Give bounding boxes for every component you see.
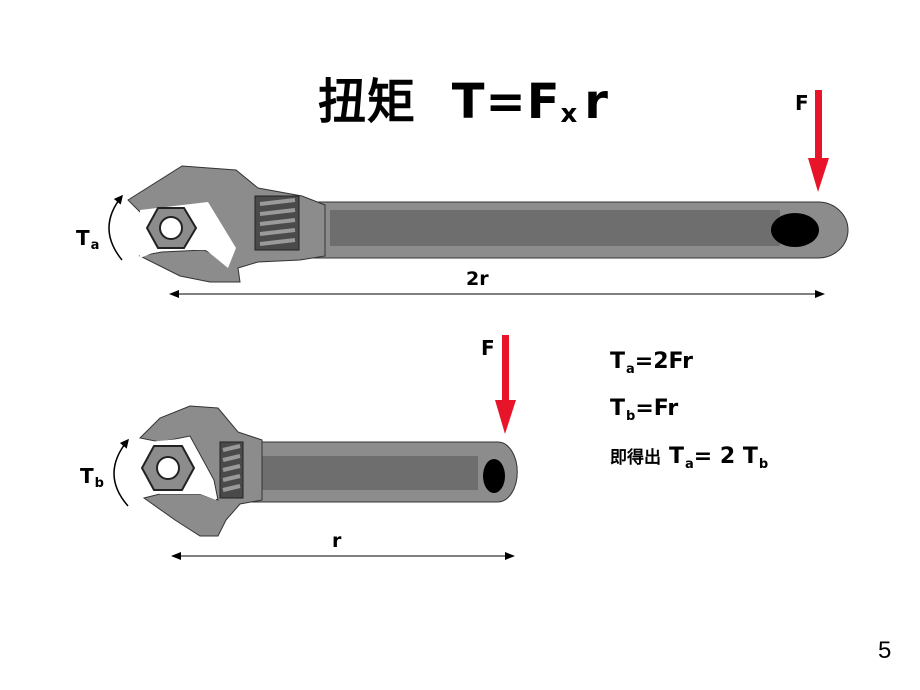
eq3-symbol-a: T xyxy=(669,444,685,469)
wrench-a-torque-symbol: T xyxy=(76,226,90,250)
eq2-sub: b xyxy=(626,409,636,424)
title-cjk: 扭矩 xyxy=(318,74,417,130)
wrench-a-force-arrow xyxy=(808,90,829,192)
wrench-b-length-label: r xyxy=(332,530,342,552)
eq3-sub-a: a xyxy=(685,457,694,472)
title-times-sign: x xyxy=(560,99,579,129)
wrench-a-end-hole xyxy=(771,213,819,247)
equation-ta: Ta=2Fr xyxy=(610,349,693,377)
eq2-rest: =Fr xyxy=(635,396,679,421)
wrench-a-force-label: F xyxy=(795,91,809,115)
page-number: 5 xyxy=(878,637,892,664)
wrench-b xyxy=(113,335,518,560)
wrench-b-force-label: F xyxy=(481,336,495,360)
wrench-b-torque-arc xyxy=(113,438,129,507)
wrench-b-torque-sub: b xyxy=(94,476,104,491)
eq3-symbol-b: T xyxy=(742,444,758,469)
title-eq-right: r xyxy=(584,74,609,130)
title-eq-left: T=F xyxy=(451,74,561,130)
wrench-b-torque-symbol: T xyxy=(80,464,94,488)
equation-conclusion: 即得出 Ta= 2 Tb xyxy=(610,443,768,472)
eq1-rest: =2Fr xyxy=(634,349,694,374)
eq3-prefix: 即得出 xyxy=(610,448,661,468)
wrench-a xyxy=(108,90,849,298)
wrench-a-torque-sub: a xyxy=(90,238,100,253)
wrench-b-nut-hole xyxy=(156,456,180,480)
wrench-a-length-label: 2r xyxy=(466,268,489,290)
wrench-a-nut-hole xyxy=(159,216,183,240)
wrench-a-worm-threads xyxy=(259,198,296,246)
wrench-a-handle-groove xyxy=(330,210,780,246)
equation-tb: Tb=Fr xyxy=(610,396,678,424)
eq3-sub-b: b xyxy=(758,457,769,472)
wrench-b-handle-groove xyxy=(258,456,478,490)
eq3-mid: = 2 xyxy=(693,444,743,469)
wrench-a-torque-arc xyxy=(108,194,123,261)
eq1-symbol: T xyxy=(610,349,626,374)
wrench-b-head xyxy=(138,405,263,537)
wrench-b-end-hole xyxy=(483,459,505,493)
wrench-b-torque-label: Tb xyxy=(80,464,104,491)
wrench-b-force-arrow xyxy=(495,335,516,434)
eq2-symbol: T xyxy=(610,396,626,421)
wrench-a-torque-label: Ta xyxy=(76,226,99,253)
eq1-sub: a xyxy=(626,362,635,377)
wrench-b-worm-threads xyxy=(222,444,241,492)
